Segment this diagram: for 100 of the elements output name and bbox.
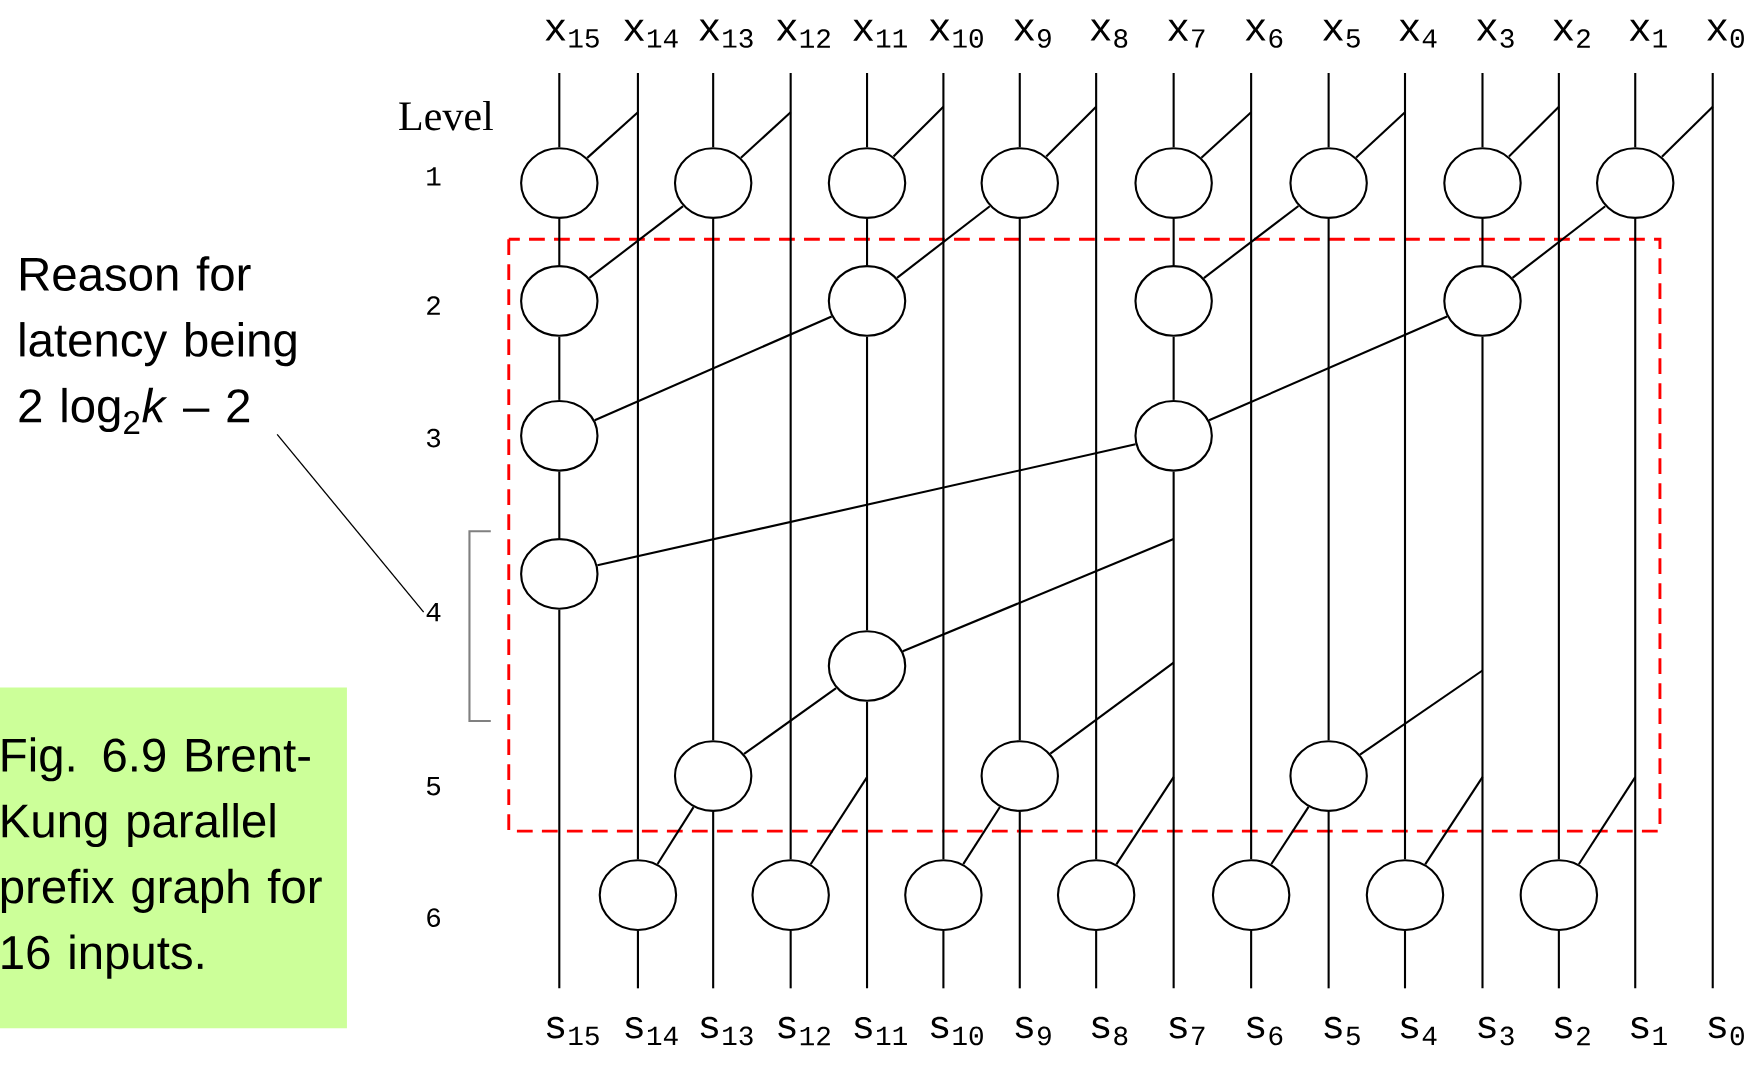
output-label: s$_{15}$ (546, 1016, 599, 1046)
wire (1018, 812, 1021, 989)
connector-line (892, 106, 945, 158)
operator-circle (980, 740, 1059, 813)
wire (865, 219, 869, 266)
operator-circle (1289, 147, 1368, 220)
input-label: x$_{14}$ (624, 19, 678, 48)
input-label: x$_{5}$ (1323, 19, 1360, 48)
wire (865, 337, 869, 631)
level-number: 6 (427, 908, 440, 928)
connector-line (1045, 106, 1097, 158)
operator-circle (827, 147, 907, 220)
operator-circle (1134, 147, 1213, 220)
wire (1250, 73, 1253, 860)
output-label: s$_{9}$ (1015, 1016, 1051, 1046)
operator-circle (1365, 859, 1445, 932)
operator-circle (673, 147, 753, 220)
wire (1557, 931, 1560, 989)
output-label: s$_{2}$ (1554, 1016, 1590, 1046)
wire (1481, 73, 1484, 148)
level-number: 4 (426, 603, 441, 622)
operator-circle (1134, 265, 1213, 338)
wire (1018, 219, 1021, 741)
operator-circle (520, 265, 599, 338)
wire (1634, 219, 1637, 989)
wire (1634, 73, 1637, 148)
connector-line (1203, 205, 1300, 280)
operator-circle (1519, 859, 1599, 932)
output-label: s$_{13}$ (700, 1016, 753, 1046)
connector-line (1208, 315, 1448, 422)
wire (1327, 219, 1330, 741)
wire (789, 73, 792, 860)
wire (712, 73, 715, 148)
connector-line (1511, 205, 1606, 279)
connector-line (594, 315, 833, 422)
operator-circle (1443, 265, 1522, 338)
wire (1481, 219, 1484, 266)
input-label: x$_{0}$ (1707, 19, 1744, 48)
input-label: x$_{4}$ (1399, 19, 1437, 48)
operator-circle (904, 859, 983, 932)
wire (942, 73, 945, 860)
operator-circle (1443, 147, 1522, 220)
wire (865, 702, 869, 989)
level-heading: Level (399, 101, 493, 131)
wire (1327, 73, 1330, 148)
input-label: x$_{2}$ (1553, 19, 1590, 48)
caption-box: Fig. 6.9 Brent-Kung parallel prefix graph for 16 inputs. (0, 687, 347, 1029)
input-label: x$_{7}$ (1168, 19, 1205, 48)
input-label: x$_{6}$ (1245, 19, 1283, 48)
connector-line (1270, 806, 1310, 866)
wire (1481, 337, 1484, 989)
connector-line (597, 443, 1136, 567)
output-label: s$_{14}$ (625, 1017, 678, 1046)
operator-circle (1134, 400, 1213, 472)
wire (789, 931, 792, 989)
connector-line (1508, 106, 1560, 158)
connector-line (896, 205, 991, 279)
input-label: x$_{8}$ (1090, 19, 1128, 48)
level-number: 1 (427, 167, 441, 186)
wire (558, 471, 561, 539)
operator-circle (673, 740, 753, 813)
wire (636, 73, 639, 860)
operator-circle (827, 265, 907, 338)
connector-line (1355, 111, 1406, 159)
wire (1018, 73, 1021, 148)
connector-line (1200, 111, 1252, 159)
operator-circle (980, 147, 1059, 220)
level-number: 3 (426, 428, 441, 448)
input-label: x$_{15}$ (545, 19, 599, 48)
input-label: x$_{13}$ (699, 19, 753, 48)
wire (1711, 73, 1714, 989)
wire (558, 219, 561, 266)
operator-circle (520, 400, 599, 472)
output-label: s$_{12}$ (778, 1016, 830, 1046)
operator-circle (1289, 740, 1368, 813)
output-label: s$_{1}$ (1631, 1017, 1667, 1046)
annotation-text: Reason for latency being 2 log$_{2}$k – 2 (19, 256, 296, 435)
wire (1172, 219, 1175, 266)
output-label: s$_{3}$ (1478, 1016, 1514, 1046)
output-label: s$_{11}$ (854, 1017, 907, 1046)
output-label: s$_{8}$ (1092, 1016, 1128, 1046)
wire (1403, 73, 1407, 860)
connector-line (1115, 776, 1175, 866)
connector-line (1424, 776, 1484, 866)
wire (1327, 812, 1330, 989)
input-label: x$_{9}$ (1014, 19, 1051, 48)
wire (558, 609, 561, 989)
input-label: x$_{3}$ (1476, 19, 1514, 48)
operator-circle (751, 859, 830, 932)
output-label: s$_{5}$ (1324, 1016, 1360, 1046)
output-label: s$_{10}$ (930, 1016, 983, 1046)
connector-line (902, 538, 1175, 653)
input-label: x$_{11}$ (853, 19, 907, 48)
wire (1403, 931, 1407, 989)
wire (1557, 73, 1560, 860)
wire (712, 812, 715, 989)
output-label: s$_{0}$ (1708, 1016, 1744, 1046)
connector-line (1049, 661, 1175, 755)
operator-circle (520, 147, 599, 220)
connector-line (809, 776, 868, 865)
